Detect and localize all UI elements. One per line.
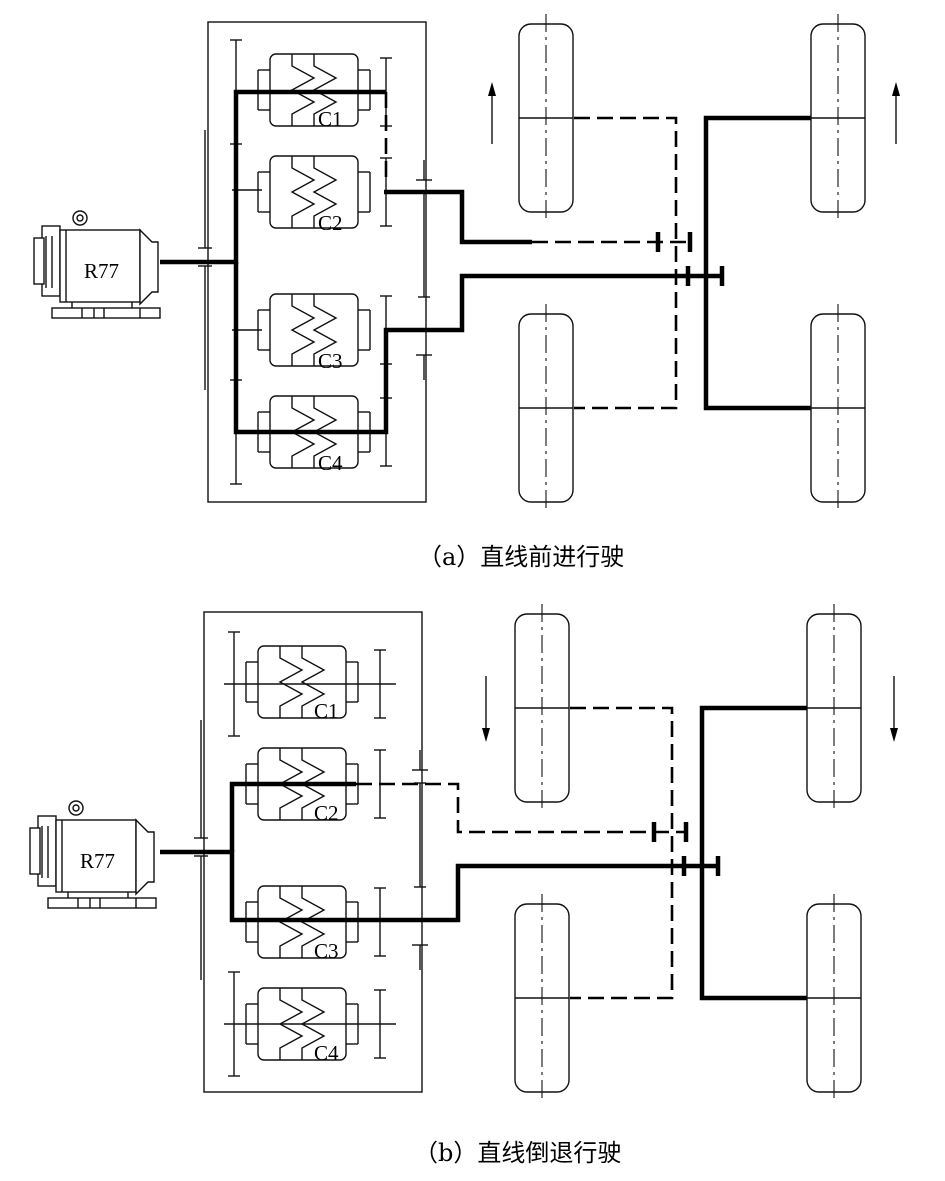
wheel-front-right-a bbox=[810, 13, 866, 223]
clutch-c2-a: C2 bbox=[257, 155, 371, 235]
wheel-rear-left-a bbox=[518, 303, 574, 513]
clutch-c1-b: C1 bbox=[245, 645, 359, 723]
wheel-rear-left-b bbox=[514, 893, 570, 1103]
clutch-label-c2-a: C2 bbox=[318, 211, 343, 235]
arrow-down-icon-right-b bbox=[890, 676, 898, 742]
clutch-c4-a: C4 bbox=[257, 395, 371, 475]
power-flow-a bbox=[160, 89, 812, 435]
gear-motor-r77-a: R77 bbox=[33, 210, 161, 319]
clutch-c3-a: C3 bbox=[257, 293, 371, 373]
wheel-front-right-b bbox=[806, 603, 862, 813]
gears-b bbox=[194, 631, 428, 1077]
clutch-label-c4-a: C4 bbox=[318, 451, 343, 475]
clutch-c3-b: C3 bbox=[245, 885, 359, 963]
diagram-b-reverse: R77 C1 C2 C3 C4 bbox=[29, 603, 898, 1167]
clutch-label-c4-b: C4 bbox=[314, 1041, 339, 1065]
power-flow-b bbox=[160, 705, 808, 1001]
clutch-label-c1-b: C1 bbox=[314, 699, 339, 723]
wheel-front-left-a bbox=[518, 13, 574, 223]
idle-path-a bbox=[234, 92, 690, 410]
motor-label-a: R77 bbox=[84, 259, 119, 283]
clutch-c2-b: C2 bbox=[245, 747, 359, 825]
clutch-label-c2-b: C2 bbox=[314, 801, 339, 825]
wheel-rear-right-b bbox=[806, 893, 862, 1103]
clutch-c4-b: C4 bbox=[245, 987, 359, 1065]
gear-motor-r77-b: R77 bbox=[29, 800, 157, 909]
caption-a: （a）直线前进行驶 bbox=[418, 543, 624, 571]
arrow-up-icon-left-a bbox=[488, 82, 496, 144]
wheel-front-left-b bbox=[514, 603, 570, 813]
arrow-down-icon-left-b bbox=[482, 676, 490, 742]
caption-b: （b）直线倒退行驶 bbox=[414, 1139, 621, 1167]
wheel-rear-right-a bbox=[810, 303, 866, 513]
clutch-label-c1-a: C1 bbox=[318, 107, 343, 131]
arrow-up-icon-right-a bbox=[892, 82, 900, 144]
clutch-label-c3-a: C3 bbox=[318, 349, 343, 373]
motor-label-b: R77 bbox=[80, 849, 115, 873]
diagram-a-forward: R77 C1 C2 C3 C4 bbox=[33, 13, 900, 571]
clutch-label-c3-b: C3 bbox=[314, 939, 339, 963]
clutch-c1-a: C1 bbox=[257, 53, 371, 131]
idle-path-b bbox=[356, 706, 686, 1000]
